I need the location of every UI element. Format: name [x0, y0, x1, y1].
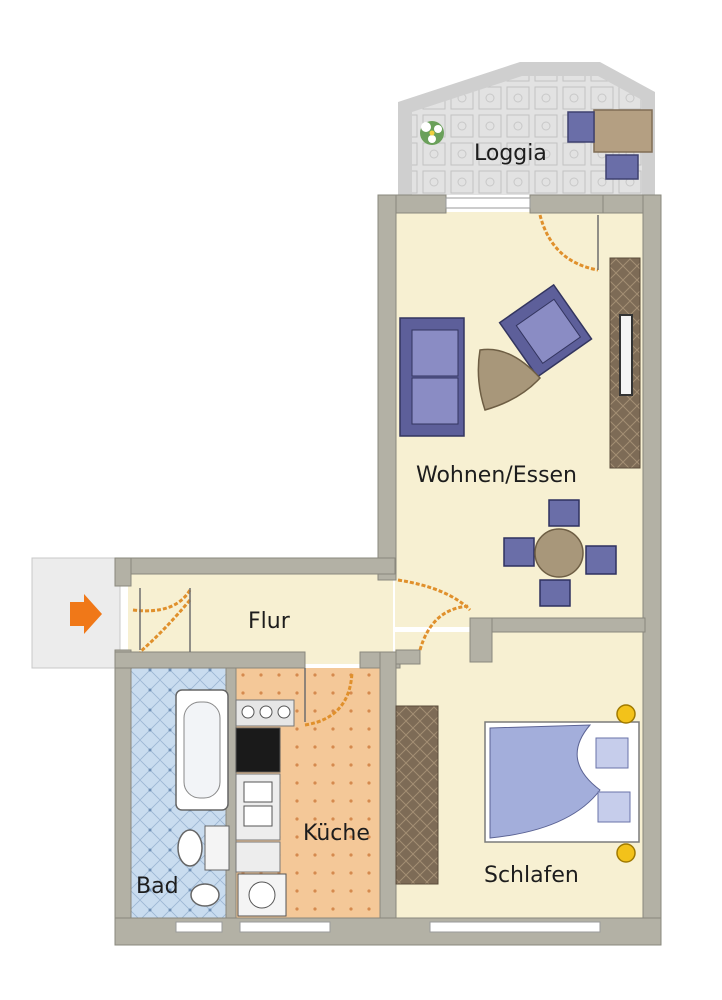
arrow-right-icon: [70, 594, 102, 634]
sink-bath: [177, 829, 203, 867]
door-entrance-2: [139, 599, 192, 654]
dining-set: [503, 499, 617, 607]
label-schlafen: Schlafen: [484, 863, 579, 888]
floor-flur: [128, 572, 393, 664]
armchair: [498, 283, 593, 378]
tv: [619, 314, 633, 396]
lamp: [616, 704, 636, 724]
coffee-table: [477, 348, 542, 411]
door-loggia: [538, 214, 599, 272]
bedroom-furniture: [395, 704, 640, 885]
door-living-swing: [418, 604, 471, 651]
washing-machine: [237, 873, 287, 917]
wardrobe: [395, 705, 439, 885]
sofa: [399, 317, 465, 437]
bed: [484, 721, 640, 843]
kitchen-units: [235, 699, 295, 917]
loggia-chair: [605, 154, 639, 180]
loggia-chair: [567, 111, 595, 143]
loggia-area: [398, 62, 655, 195]
door-leaves: [139, 215, 599, 722]
plant-icon: [420, 121, 444, 145]
sink: [243, 781, 273, 803]
walls: [114, 194, 662, 946]
living-furniture: [399, 257, 641, 607]
lamp: [616, 843, 636, 863]
label-kueche: Küche: [303, 821, 370, 846]
loggia-table: [593, 109, 653, 153]
toilet: [190, 883, 220, 907]
label-flur: Flur: [248, 609, 291, 634]
bathroom-fixtures: [175, 689, 230, 907]
stove: [235, 727, 281, 773]
label-bad: Bad: [136, 874, 179, 899]
label-wohnen: Wohnen/Essen: [416, 463, 577, 488]
label-loggia: Loggia: [474, 141, 547, 166]
door-kitchen: [304, 671, 354, 727]
